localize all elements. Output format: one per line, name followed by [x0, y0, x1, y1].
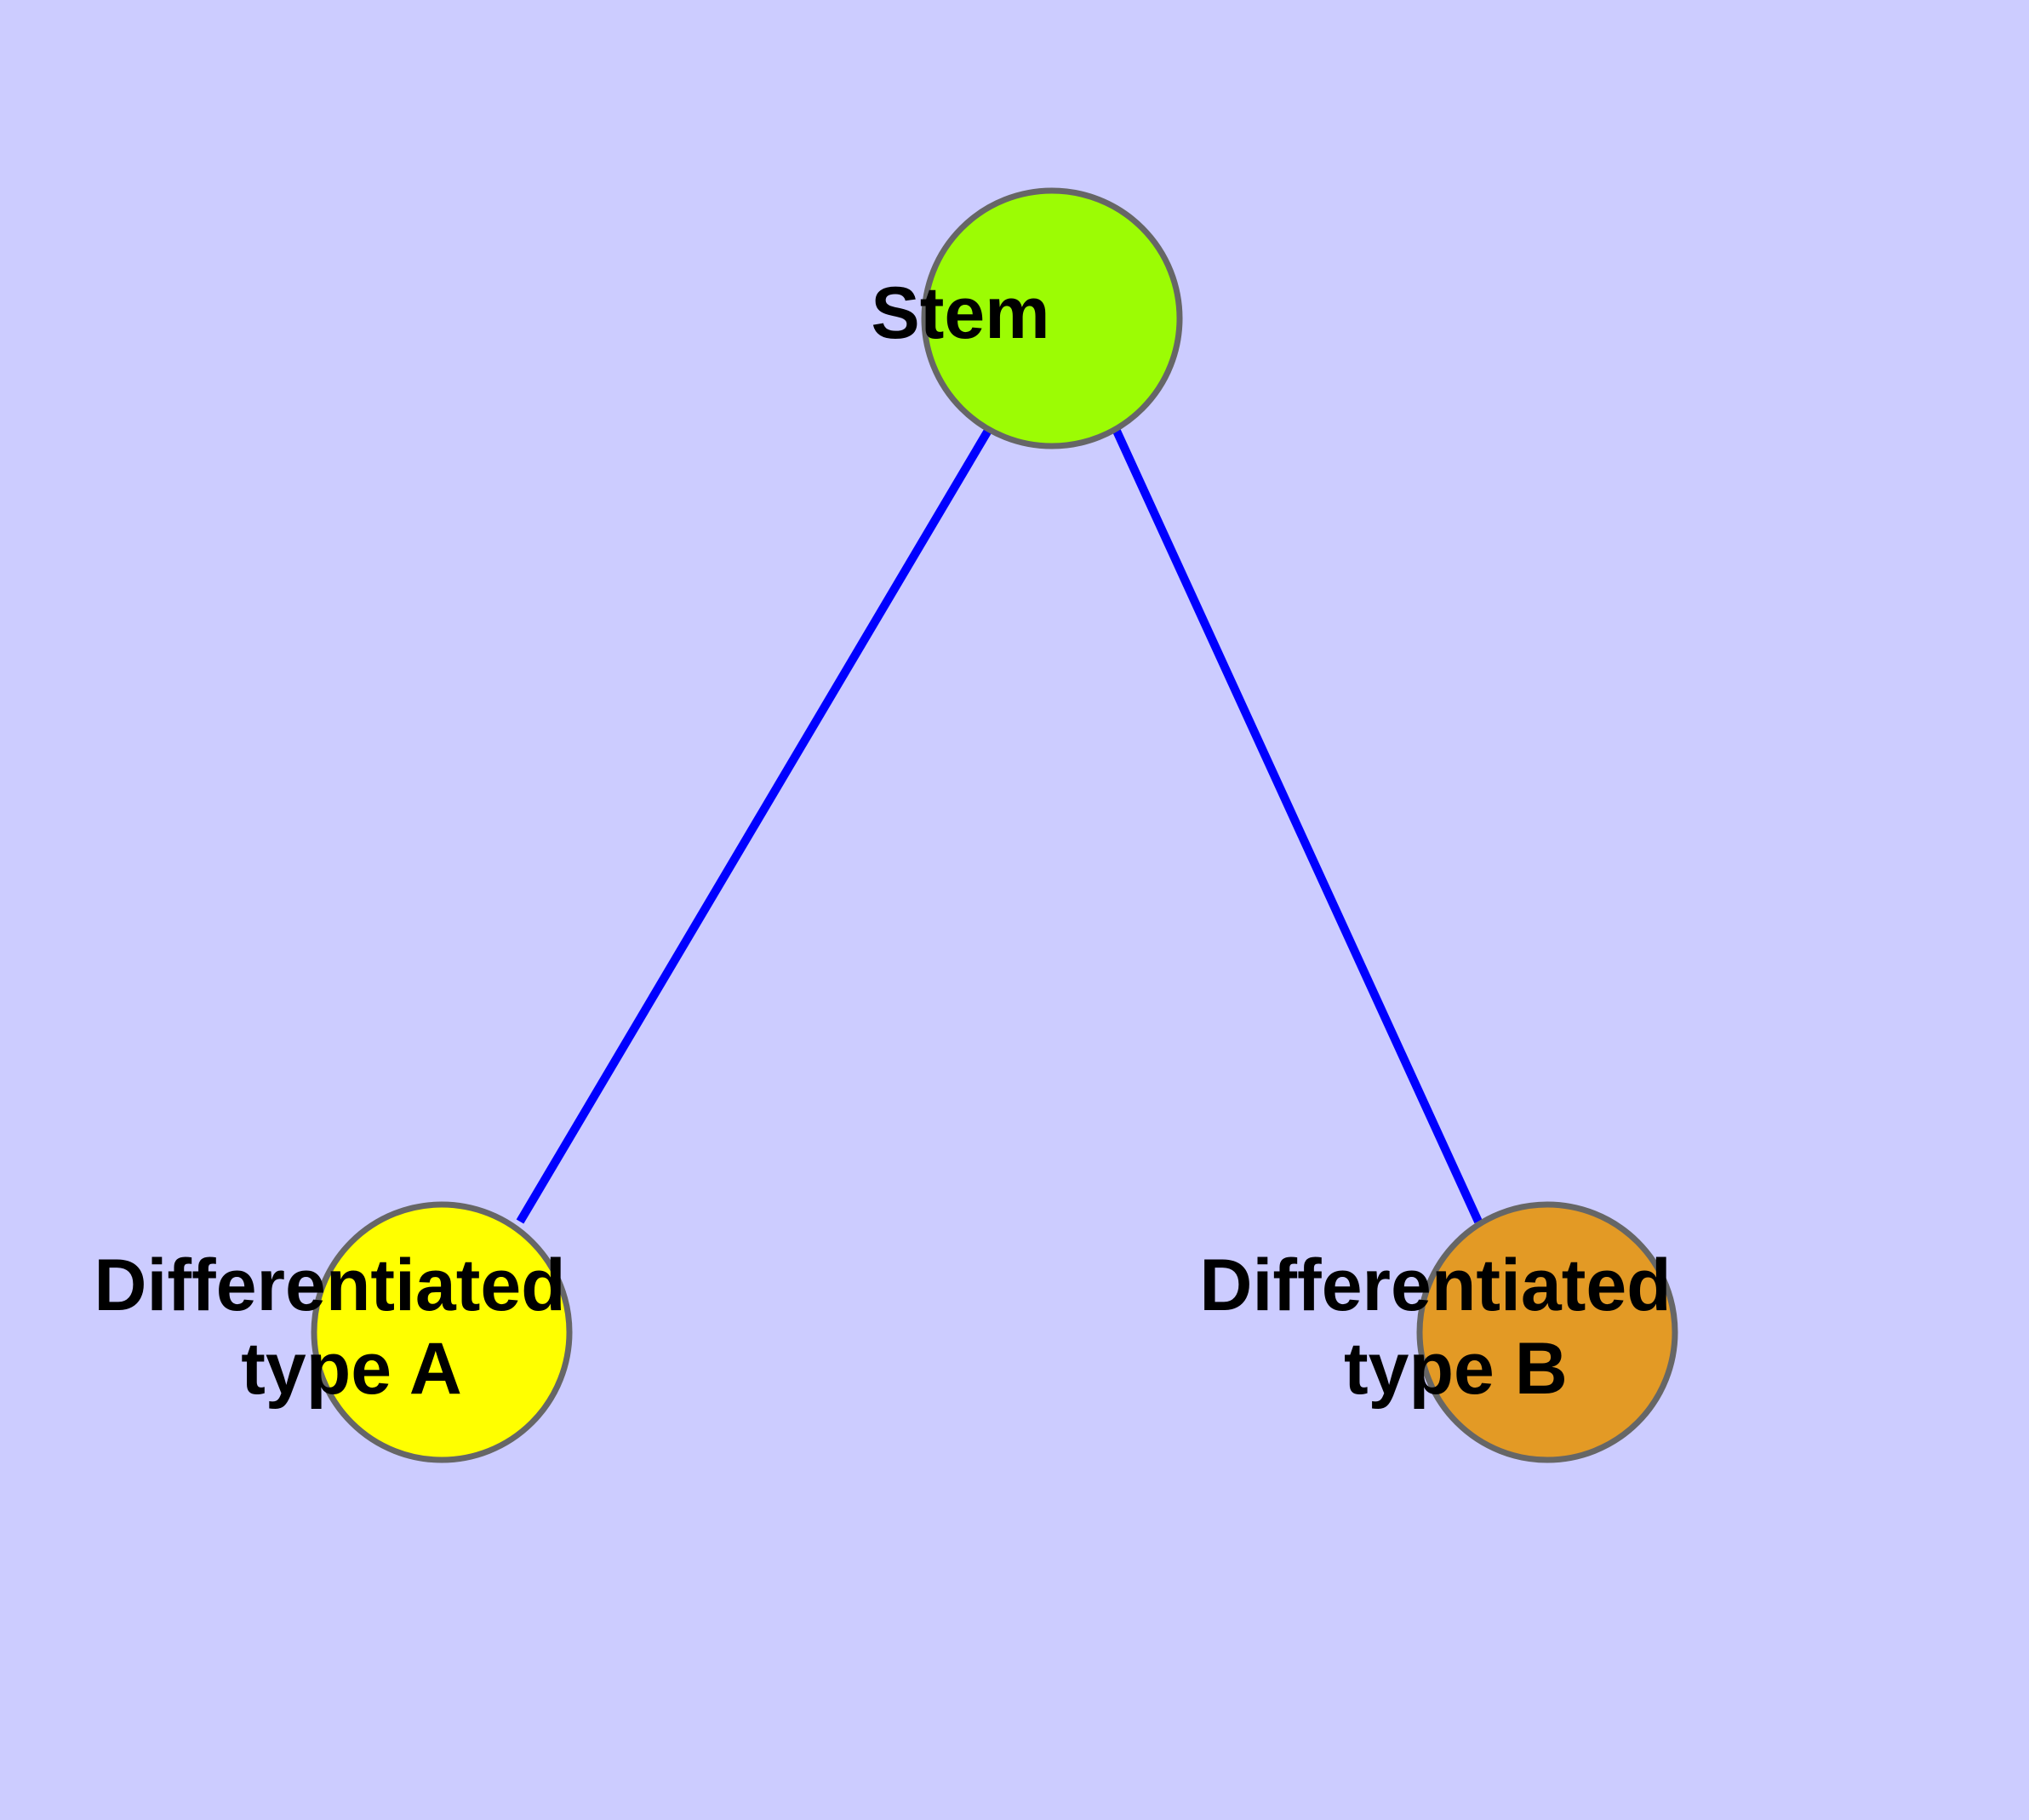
edge-stem-to-differentiated-type-b[interactable] — [1112, 426, 1483, 1224]
edge-stem-to-differentiated-type-a[interactable] — [516, 426, 993, 1224]
node-differentiated-type-b-circle[interactable] — [1416, 1201, 1678, 1463]
node-differentiated-type-a-label-line-1: Differentiated — [94, 1245, 565, 1326]
node-differentiated-type-b-label-line-1: Differentiated — [1199, 1245, 1671, 1326]
node-stem[interactable]: Stem — [871, 187, 1232, 449]
node-layer: Stem Differentiated type A Differentiate… — [94, 187, 1895, 1463]
node-differentiated-type-a-label: Differentiated type A — [94, 1245, 789, 1410]
node-stem-circle[interactable] — [921, 187, 1183, 449]
node-differentiated-type-a-circle[interactable] — [311, 1201, 573, 1463]
node-differentiated-type-b-label-line-2: type B — [1344, 1328, 1568, 1410]
node-stem-label-line-1: Stem — [871, 272, 1049, 354]
node-differentiated-type-a[interactable]: Differentiated type A — [94, 1201, 789, 1463]
node-differentiated-type-a-label-line-2: type A — [241, 1328, 460, 1410]
node-differentiated-type-b[interactable]: Differentiated type B — [1199, 1201, 1895, 1463]
edge-layer — [516, 426, 1483, 1224]
node-stem-label: Stem — [871, 272, 1232, 354]
node-differentiated-type-b-label: Differentiated type B — [1199, 1245, 1895, 1410]
